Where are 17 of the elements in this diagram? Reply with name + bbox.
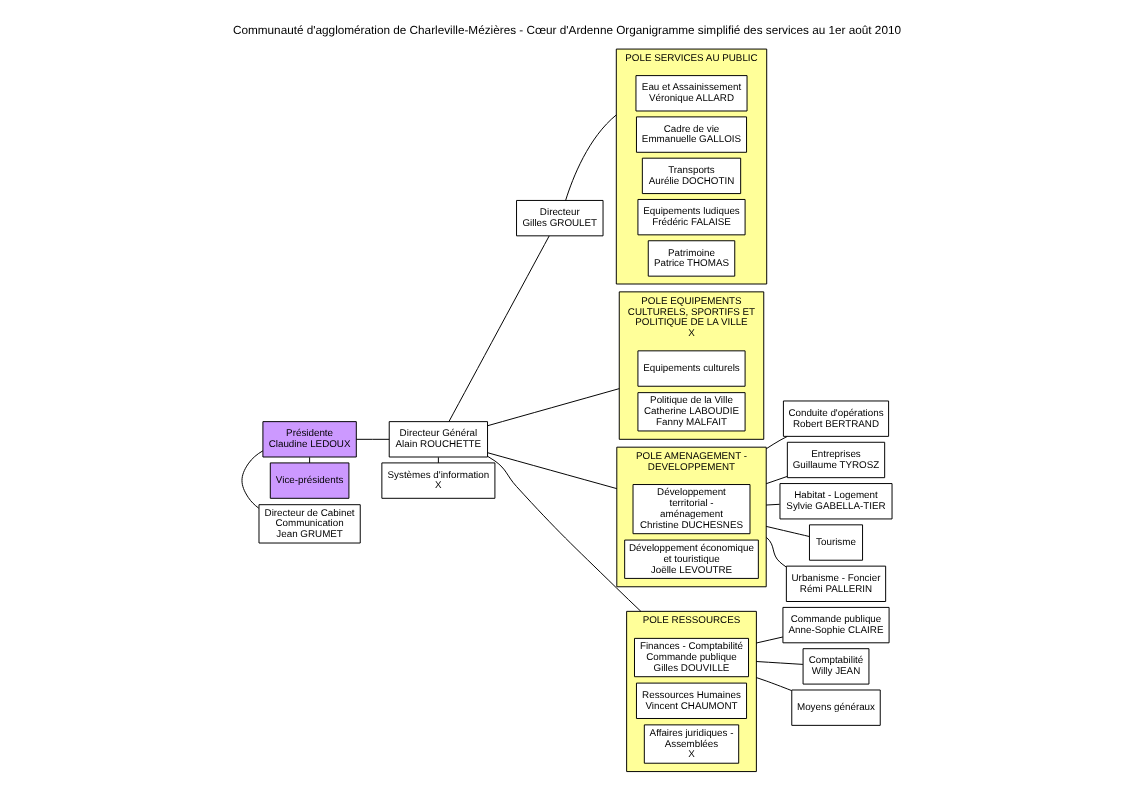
connector	[308, 456, 310, 464]
connector	[764, 536, 786, 568]
connector	[436, 456, 438, 464]
connector	[486, 388, 619, 427]
connector	[754, 677, 791, 691]
connector	[240, 450, 263, 509]
connector	[764, 525, 809, 537]
connector	[764, 475, 787, 485]
connector	[764, 503, 780, 506]
connector	[486, 455, 641, 612]
connector	[764, 436, 787, 450]
connector	[754, 661, 803, 665]
connector	[486, 452, 617, 490]
connector	[754, 636, 783, 644]
connector	[447, 235, 549, 423]
connector	[354, 438, 389, 440]
connector	[564, 114, 616, 201]
